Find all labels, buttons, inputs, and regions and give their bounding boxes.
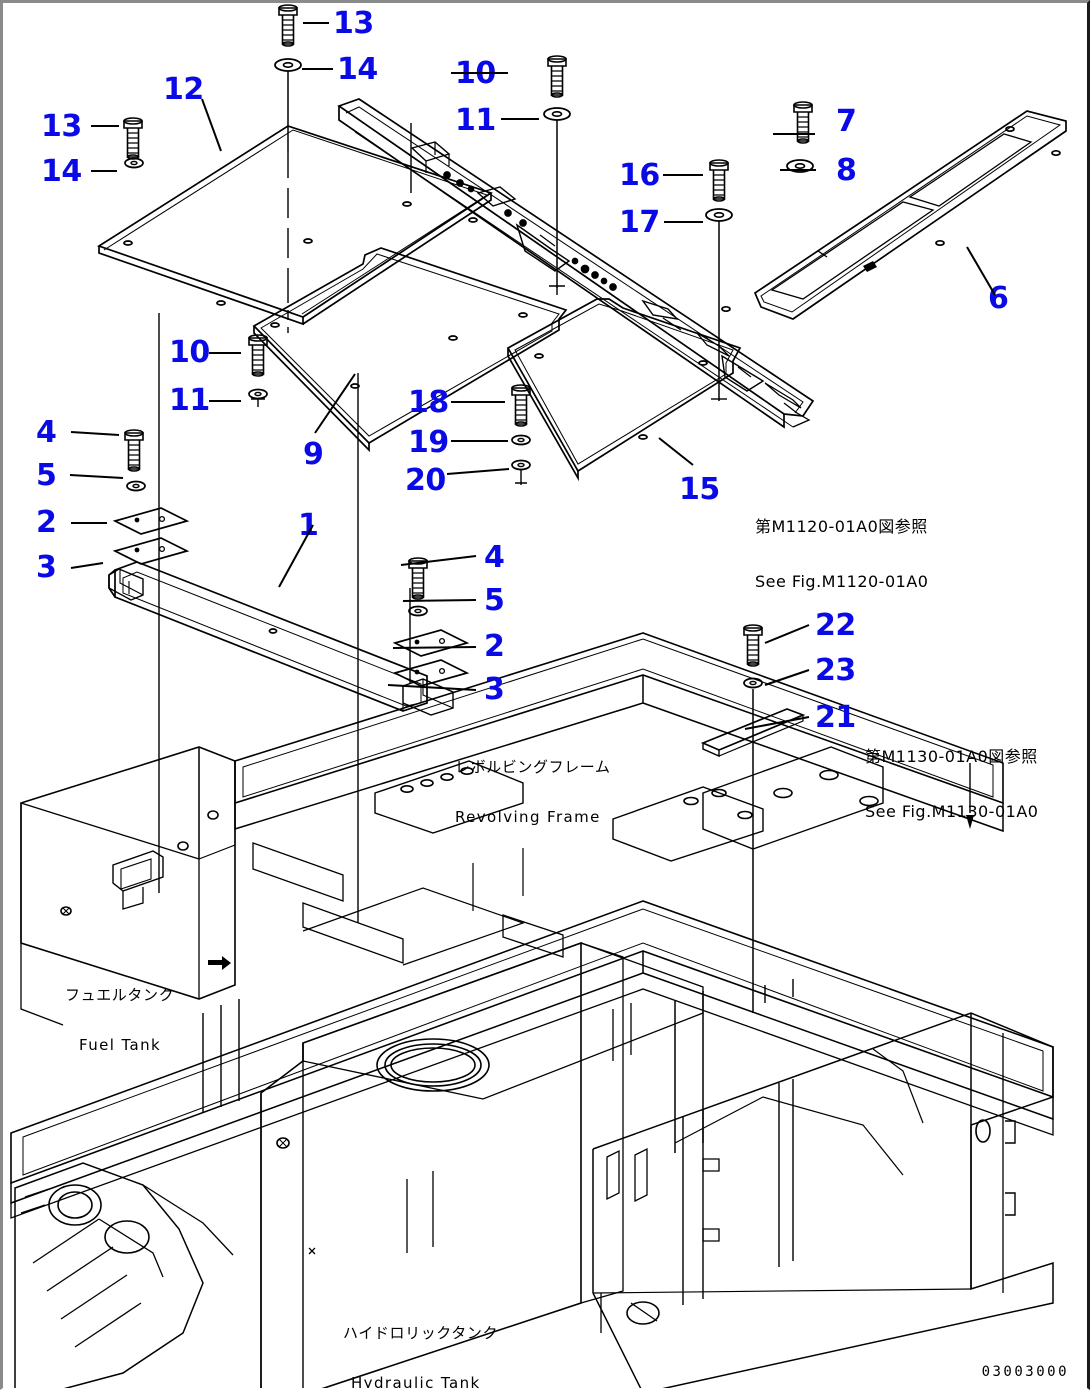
center-support-beam [337,98,815,429]
label-fuel-tank: フュエルタンク Fuel Tank [65,953,174,1087]
reference-note-m1120-en: See Fig.M1120-01A0 [755,571,929,591]
bolt-4-left [124,429,144,472]
bolt-16 [709,159,729,202]
reference-note-m1120-jp: 第M1120-01A0図参照 [755,516,928,536]
reference-note-m1130: 第M1130-01A0図参照 See Fig.M1130-01A0 [865,711,1038,858]
fuel-tank-body [20,746,236,1026]
callout-1[interactable]: 1 [298,508,319,543]
label-revolving-frame: レボルビングフレーム Revolving Frame [455,725,611,859]
cover-plate-15 [506,298,742,482]
callout-13-left[interactable]: 13 [41,109,82,144]
washer-5-center [408,605,428,617]
cover-plate-9 [252,247,568,453]
label-fuel-tank-jp: フュエルタンク [65,985,175,1004]
hydraulic-tank-body [260,941,704,1388]
callout-10-left[interactable]: 10 [169,335,210,370]
callout-17[interactable]: 17 [619,205,660,240]
callout-23[interactable]: 23 [815,653,856,688]
cover-plate-12 [97,125,493,326]
callout-14-left[interactable]: 14 [41,154,82,189]
drawing-corner-code: 03003000 [981,1364,1069,1380]
callout-6[interactable]: 6 [988,281,1009,316]
callout-22[interactable]: 22 [815,608,856,643]
callout-20[interactable]: 20 [405,463,446,498]
label-hydraulic-tank-en: Hydraulic Tank [351,1373,481,1390]
callout-5-left[interactable]: 5 [36,458,57,493]
frame-right-structure [592,979,1054,1388]
callout-13-top[interactable]: 13 [333,6,374,41]
washer-17 [705,208,733,222]
technical-drawing-canvas [10,4,1067,1388]
bracket-2-center [394,629,468,657]
frame-rail-1 [108,561,454,716]
callout-8[interactable]: 8 [836,153,857,188]
reference-note-m1130-en: See Fig.M1130-01A0 [865,801,1039,821]
washer-20 [511,459,531,471]
callout-4-left[interactable]: 4 [36,415,57,450]
callout-19[interactable]: 19 [408,425,449,460]
bolt-10-top [547,55,567,98]
washer-5-left [126,480,146,492]
bolt-13-top [278,4,298,47]
callout-4-center[interactable]: 4 [484,540,505,575]
washer-11-top [543,107,571,121]
side-rail-6 [721,110,1067,320]
bolt-7 [793,101,813,144]
reference-note-m1120: 第M1120-01A0図参照 See Fig.M1120-01A0 [755,481,928,628]
callout-9[interactable]: 9 [303,437,324,472]
washer-8 [786,159,814,173]
callout-14-top[interactable]: 14 [337,52,378,87]
bolt-18 [511,384,531,427]
callout-12[interactable]: 12 [163,72,204,107]
callout-3-left[interactable]: 3 [36,550,57,585]
label-hydraulic-tank-jp: ハイドロリックタンク [343,1323,499,1342]
callout-2-center[interactable]: 2 [484,629,505,664]
callout-18[interactable]: 18 [408,385,449,420]
label-revolving-frame-jp: レボルビングフレーム [455,757,611,776]
bracket-2-left [114,507,188,535]
label-revolving-frame-en: Revolving Frame [455,807,601,826]
callout-16[interactable]: 16 [619,158,660,193]
bracket-3-left [114,537,188,565]
reference-note-m1130-jp: 第M1130-01A0図参照 [865,746,1038,766]
label-hydraulic-tank: ハイドロリックタンク Hydraulic Tank [343,1291,499,1390]
bolt-22 [743,624,763,667]
revolving-frame-deck [234,632,1004,966]
callout-7[interactable]: 7 [836,104,857,139]
washer-14-left [124,157,144,169]
washer-23 [743,677,763,689]
bolt-13-left [123,117,143,160]
bolt-4-center [408,557,428,600]
washer-19 [511,434,531,446]
washer-14-top [274,58,302,72]
callout-5-center[interactable]: 5 [484,583,505,618]
callout-11-top[interactable]: 11 [455,103,496,138]
front-attachment-stub [14,1162,234,1388]
callout-11-left[interactable]: 11 [169,383,210,418]
bolt-10-left [248,334,268,377]
callout-21[interactable]: 21 [815,700,856,735]
callout-15[interactable]: 15 [679,472,720,507]
washer-11-left [248,388,268,400]
callout-10-top[interactable]: 10 [455,56,496,91]
callout-3-center[interactable]: 3 [484,672,505,707]
callout-2-left[interactable]: 2 [36,505,57,540]
machine-lower-assembly [10,632,1054,1388]
frame-mid-posts [202,999,434,1253]
label-fuel-tank-en: Fuel Tank [79,1035,162,1054]
